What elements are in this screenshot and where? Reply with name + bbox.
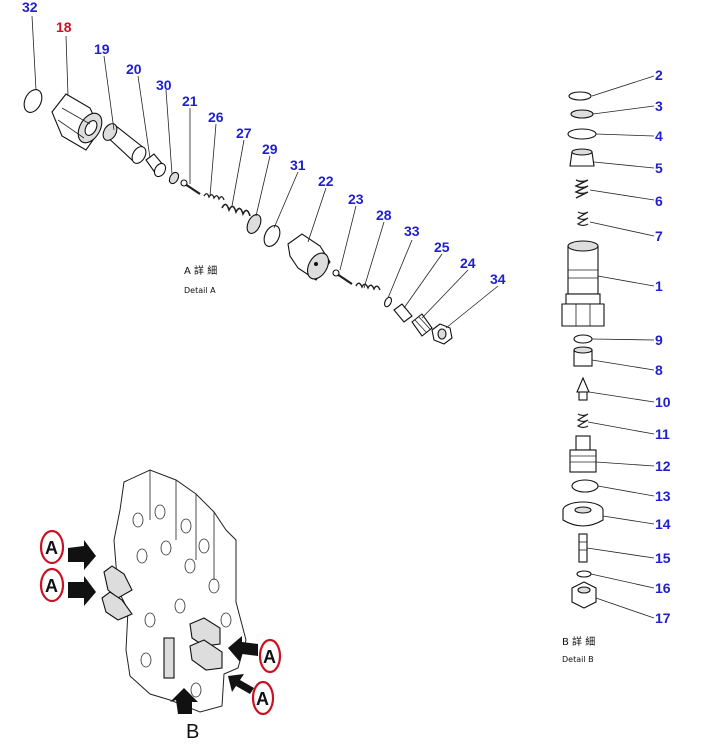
part-1-cartridge bbox=[561, 240, 605, 327]
part-18-housing bbox=[51, 93, 103, 151]
part-31-oring bbox=[263, 225, 281, 247]
callout-a-11: 22 bbox=[318, 173, 334, 189]
callout-b-11: 11 bbox=[655, 426, 670, 442]
callout-a-12: 23 bbox=[348, 191, 364, 207]
part-15-stem bbox=[578, 533, 588, 563]
part-32-oring bbox=[23, 89, 43, 113]
detail-b-labels: 2 3 4 5 6 7 1 9 8 10 11 12 13 14 15 16 1… bbox=[655, 67, 671, 626]
detail-a-caption-en: Detail A bbox=[184, 286, 216, 295]
part-28-spring bbox=[355, 282, 381, 291]
arrow-a-1 bbox=[68, 540, 96, 570]
part-13-ring bbox=[571, 479, 599, 493]
detail-a-caption-jp: A 詳 細 bbox=[184, 264, 217, 277]
arrow-a-3 bbox=[228, 636, 258, 662]
part-8-seat bbox=[573, 346, 593, 367]
part-16-ring bbox=[576, 570, 592, 578]
view-b-label: B bbox=[186, 721, 199, 743]
part-3-washer bbox=[570, 109, 594, 119]
callout-b-12: 12 bbox=[655, 458, 671, 474]
callout-b-17: 17 bbox=[655, 610, 671, 626]
callout-b-14: 14 bbox=[655, 516, 671, 532]
callout-b-3: 4 bbox=[655, 128, 663, 144]
callout-a-7: 26 bbox=[208, 109, 224, 125]
callout-b-9: 8 bbox=[655, 362, 663, 378]
callout-a-8: 27 bbox=[236, 125, 252, 141]
detail-b-parts bbox=[561, 91, 605, 609]
detail-b-caption-jp: B 詳 細 bbox=[562, 635, 595, 648]
part-2-ring bbox=[568, 91, 592, 101]
callout-a-9: 29 bbox=[262, 141, 278, 157]
installed-valves bbox=[101, 565, 223, 679]
callout-b-1: 2 bbox=[655, 67, 663, 83]
part-9-oring bbox=[573, 334, 593, 344]
part-6-spring bbox=[574, 179, 589, 199]
callout-b-4: 5 bbox=[655, 160, 663, 176]
part-29-ring bbox=[246, 214, 262, 234]
callout-a-14: 33 bbox=[404, 223, 420, 239]
view-arrows bbox=[68, 540, 258, 714]
part-4-oring bbox=[567, 128, 597, 140]
callout-b-16: 16 bbox=[655, 580, 671, 596]
part-24-screw bbox=[411, 313, 433, 337]
part-5-plug bbox=[569, 148, 595, 167]
part-14-locknut bbox=[562, 501, 604, 527]
callout-b-8: 9 bbox=[655, 332, 663, 348]
marker-a-1: A bbox=[45, 538, 58, 558]
marker-a-4: A bbox=[256, 689, 269, 709]
callout-b-7: 1 bbox=[655, 278, 663, 294]
detail-a-labels: 32 18 19 20 30 21 26 27 29 31 22 23 28 3… bbox=[22, 0, 506, 287]
detail-b-leaders bbox=[586, 75, 655, 619]
marker-a-3: A bbox=[263, 647, 276, 667]
arrow-b bbox=[170, 688, 198, 714]
valve-block-overview bbox=[101, 469, 247, 713]
part-30-washer bbox=[168, 171, 180, 185]
arrow-a-2 bbox=[68, 576, 96, 606]
callout-a-2: 18 bbox=[56, 19, 72, 35]
callout-a-5: 30 bbox=[156, 77, 172, 93]
part-27-spring bbox=[221, 203, 251, 217]
callout-b-13: 13 bbox=[655, 488, 671, 504]
part-26-spring bbox=[203, 193, 225, 201]
part-25-poppet bbox=[393, 303, 413, 323]
callout-a-3: 19 bbox=[94, 41, 110, 57]
part-12-adjuster bbox=[569, 435, 597, 473]
callout-a-13: 28 bbox=[376, 207, 392, 223]
part-34-nut bbox=[431, 323, 453, 345]
marker-a-2: A bbox=[45, 576, 58, 596]
callout-b-10: 10 bbox=[655, 394, 671, 410]
callout-a-6: 21 bbox=[182, 93, 198, 109]
callout-b-2: 3 bbox=[655, 98, 663, 114]
part-19-sleeve bbox=[102, 123, 147, 164]
part-33-oring bbox=[384, 296, 392, 308]
part-11-spring bbox=[576, 413, 589, 429]
view-markers: A A A A bbox=[39, 529, 282, 716]
callout-a-4: 20 bbox=[126, 61, 142, 77]
part-10-poppet bbox=[576, 376, 590, 401]
detail-a-parts bbox=[23, 89, 453, 345]
part-17-nut bbox=[571, 581, 597, 609]
callout-a-16: 24 bbox=[460, 255, 476, 271]
part-22-plug bbox=[287, 233, 331, 281]
callout-a-1: 32 bbox=[22, 0, 38, 15]
part-20-collar bbox=[145, 153, 167, 178]
callout-b-15: 15 bbox=[655, 550, 671, 566]
arrow-a-4 bbox=[228, 674, 254, 694]
detail-b-caption-en: Detail B bbox=[562, 655, 594, 664]
part-23-pin bbox=[332, 269, 353, 285]
callout-a-10: 31 bbox=[290, 157, 306, 173]
callout-b-5: 6 bbox=[655, 193, 663, 209]
callout-a-17: 34 bbox=[490, 271, 506, 287]
part-7-spring bbox=[576, 211, 589, 227]
detail-a-leaders bbox=[31, 15, 499, 329]
part-21-pin bbox=[180, 179, 201, 195]
callout-b-6: 7 bbox=[655, 228, 663, 244]
callout-a-15: 25 bbox=[434, 239, 450, 255]
